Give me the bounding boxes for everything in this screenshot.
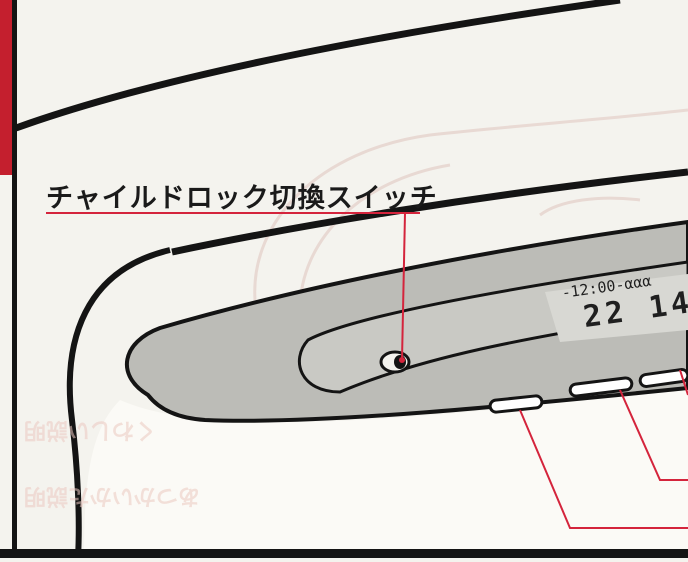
device-base [84,388,688,560]
switch-leader-dot [399,357,405,363]
button-leader-line-3 [679,369,688,396]
switch-leader-line [401,212,406,361]
button-leader-line-1 [619,389,688,481]
device-top-edge [14,0,621,132]
bottom-border [0,549,688,558]
child-lock-switch[interactable] [379,350,411,374]
ghost-text-1: くわしい説明 [24,417,157,442]
display-window [545,274,688,342]
red-edge-strip [0,0,12,175]
device-body-outline [171,168,688,256]
child-lock-switch-label: チャイルドロック切換スイッチ [46,183,438,214]
button-left[interactable] [488,394,544,414]
button-leader-line-2 [519,409,688,529]
button-middle[interactable] [568,376,634,398]
ghost-text-2: あつかいかた説明 [24,483,201,508]
left-border [12,0,17,558]
device-lower-outline [66,247,171,559]
